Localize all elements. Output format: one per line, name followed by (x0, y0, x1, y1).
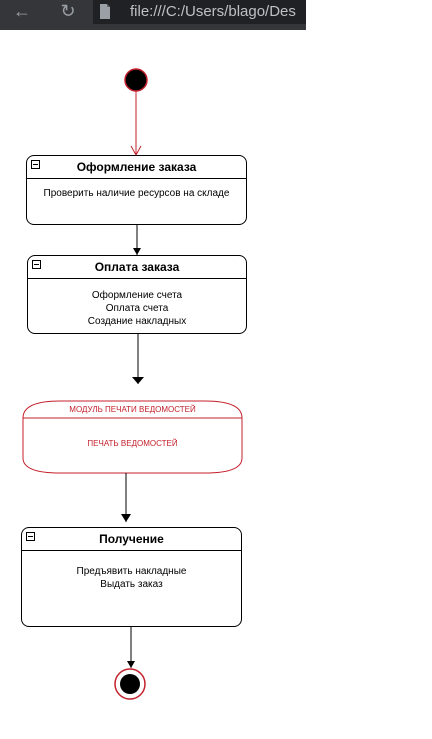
state-order-payment[interactable]: Оплата заказа Оформление счета Оплата сч… (27, 255, 247, 334)
initial-node (124, 68, 148, 92)
file-icon (100, 4, 110, 19)
state-title: Получение (22, 528, 241, 551)
arrowhead (133, 248, 141, 255)
state-title: Оплата заказа (28, 256, 246, 279)
state-body: Оформление счета Оплата счета Создание н… (28, 279, 246, 328)
arrowhead (132, 377, 144, 384)
state-body: Предъявить накладные Выдать заказ (22, 551, 241, 591)
module-outline (22, 400, 243, 474)
print-module[interactable]: МОДУЛЬ ПЕЧАТИ ВЕДОМОСТЕЙ ПЕЧАТЬ ВЕДОМОСТ… (23, 401, 242, 473)
arrowhead (127, 661, 135, 668)
url-text[interactable]: file:///C:/Users/blago/Des (130, 3, 296, 20)
back-arrow-icon[interactable]: ← (13, 1, 31, 21)
state-order-placement[interactable]: Оформление заказа Проверить наличие ресу… (26, 155, 247, 225)
browser-toolbar: ← ↻ file:///C:/Users/blago/Des (0, 0, 306, 30)
state-activity: Оплата счета (105, 303, 169, 314)
collapse-icon[interactable] (26, 532, 35, 541)
reload-icon[interactable]: ↻ (60, 1, 76, 21)
state-activity: Создание накладных (87, 316, 187, 327)
state-activity: Выдать заказ (100, 579, 163, 590)
state-title: Оформление заказа (27, 156, 246, 179)
address-bar[interactable] (93, 0, 306, 24)
state-activity: Предъявить накладные (76, 566, 187, 577)
module-title: МОДУЛЬ ПЕЧАТИ ВЕДОМОСТЕЙ (69, 405, 196, 414)
final-node-core (120, 674, 140, 694)
state-activity: Проверить наличие ресурсов на складе (43, 188, 230, 199)
arrowhead (121, 514, 131, 522)
module-text: ПЕЧАТЬ ВЕДОМОСТЕЙ (87, 439, 178, 448)
state-activity: Оформление счета (91, 290, 183, 301)
state-body: Проверить наличие ресурсов на складе (27, 179, 246, 200)
collapse-icon[interactable] (32, 260, 41, 269)
state-receipt[interactable]: Получение Предъявить накладные Выдать за… (21, 527, 242, 627)
collapse-icon[interactable] (31, 160, 40, 169)
